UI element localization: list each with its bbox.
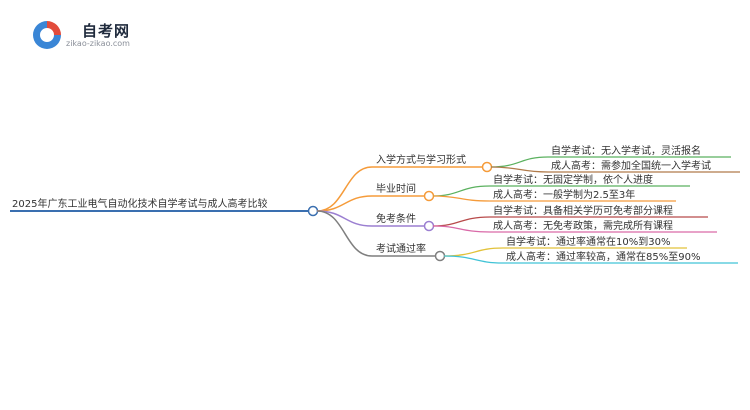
leaf-text-4b: 成人高考：通过率较高，通常在85%至90% — [506, 250, 700, 263]
site-logo[interactable]: 自考网 zikao-zikao.com — [30, 18, 140, 54]
branch-label-1: 入学方式与学习形式 — [376, 153, 466, 166]
branch-node-2[interactable] — [423, 190, 435, 202]
root-topic: 2025年广东工业电气自动化技术自学考试与成人高考比较 — [12, 197, 267, 210]
leaf-text-4a: 自学考试：通过率通常在10%到30% — [506, 235, 670, 248]
leaf-connector-3b — [432, 225, 491, 233]
leaf-text-3b: 成人高考：无免考政策，需完成所有课程 — [493, 219, 673, 232]
leaf-connector-4b — [443, 255, 504, 264]
leaf-connector-1a — [490, 156, 549, 168]
branch-label-4: 考试通过率 — [376, 242, 426, 255]
root-node[interactable] — [307, 205, 319, 217]
branch-connector-1 — [316, 166, 373, 212]
leaf-text-1b: 成人高考：需参加全国统一入学考试 — [551, 159, 711, 172]
leaf-text-3a: 自学考试：具备相关学历可免考部分课程 — [493, 204, 673, 217]
brand-name: 自考网 — [82, 22, 131, 40]
leaf-connector-2b — [432, 195, 491, 202]
branch-connector-2 — [316, 195, 373, 212]
branch-node-3[interactable] — [423, 220, 435, 232]
branch-label-2: 毕业时间 — [376, 182, 416, 195]
branch-node-4[interactable] — [434, 250, 446, 262]
leaf-text-2b: 成人高考：一般学制为2.5至3年 — [493, 188, 635, 201]
leaf-text-2a: 自学考试：无固定学制，依个人进度 — [493, 173, 653, 186]
leaf-connector-2a — [432, 185, 491, 197]
leaf-text-1a: 自学考试：无入学考试，灵活报名 — [551, 144, 701, 157]
branch-node-1[interactable] — [481, 161, 493, 173]
branch-label-3: 免考条件 — [376, 212, 416, 225]
brand-url: zikao-zikao.com — [66, 39, 130, 48]
leaf-connector-4a — [443, 247, 504, 257]
leaf-connector-1b — [490, 166, 549, 173]
logo-mark-icon — [33, 21, 61, 49]
branch-connector-4 — [316, 210, 373, 257]
leaf-connector-3a — [432, 216, 491, 227]
